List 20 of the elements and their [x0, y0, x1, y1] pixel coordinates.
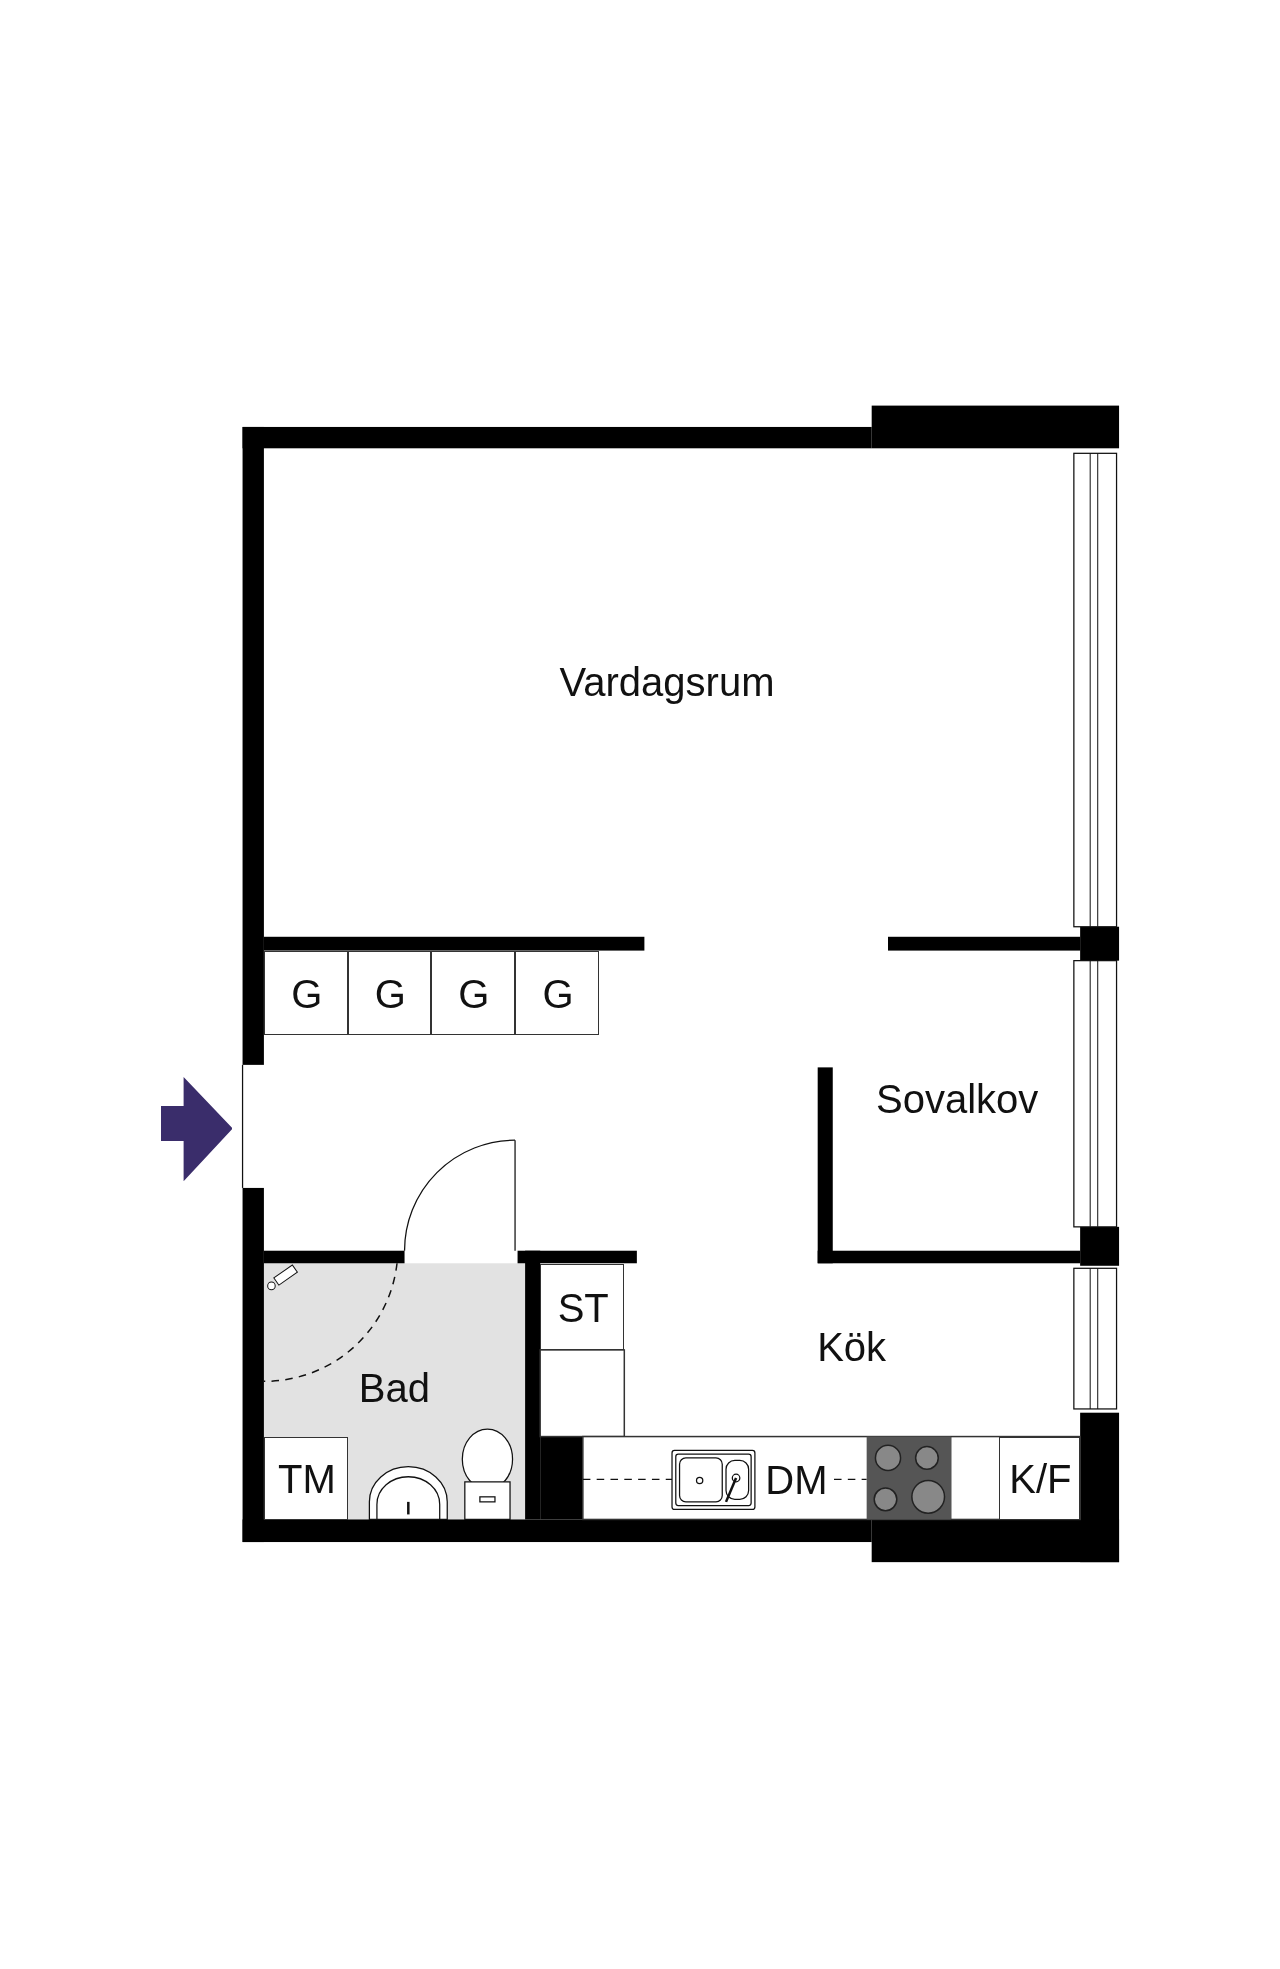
- room-label: G: [458, 973, 490, 1014]
- cabinet-box: [540, 1263, 625, 1351]
- room-label: ST: [557, 1288, 609, 1328]
- room-label: G: [291, 973, 323, 1014]
- room-label: TM: [278, 1459, 336, 1500]
- room-label: K/F: [1009, 1459, 1072, 1500]
- room-area: [540, 1263, 1081, 1520]
- cabinet-box: [430, 950, 515, 1036]
- room-label: G: [374, 973, 406, 1014]
- room-label: Sovalkov: [876, 1079, 1039, 1120]
- cabinet-box: [263, 1437, 348, 1520]
- cabinet-box: [515, 950, 600, 1036]
- appliance-label: DM: [765, 1459, 828, 1500]
- cabinet-box: [347, 950, 431, 1036]
- cabinet-box: [998, 1437, 1081, 1520]
- room-label: G: [542, 973, 574, 1014]
- room-label: Vardagsrum: [559, 662, 775, 703]
- room-label: Kök: [817, 1326, 887, 1367]
- room-label: Bad: [358, 1368, 430, 1408]
- cabinet-box: [263, 950, 348, 1036]
